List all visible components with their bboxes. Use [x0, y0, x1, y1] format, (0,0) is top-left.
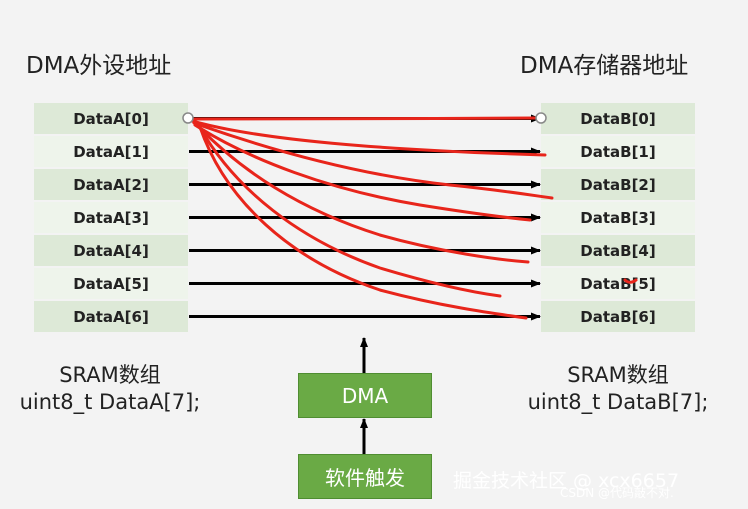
red-stroke-3 — [193, 123, 532, 222]
destination-cell-1: DataB[1] — [541, 136, 695, 167]
watermark-juejin: 掘金技术社区 @ xcx6657 — [453, 470, 680, 492]
source-array-note: SRAM数组 uint8_t DataA[7]; — [10, 362, 210, 416]
destination-cell-3: DataB[3] — [541, 202, 695, 233]
destination-note-line1: SRAM数组 — [567, 363, 669, 387]
destination-array: DataB[0] DataB[1] DataB[2] DataB[3] Data… — [541, 103, 695, 334]
source-cell-0: DataA[0] — [34, 103, 188, 134]
destination-array-note: SRAM数组 uint8_t DataB[7]; — [518, 362, 718, 416]
destination-start-dot — [535, 112, 547, 124]
source-start-dot — [182, 112, 194, 124]
software-trigger-box: 软件触发 — [298, 454, 432, 499]
destination-address-title: DMA存储器地址 — [520, 53, 689, 79]
source-cell-3: DataA[3] — [34, 202, 188, 233]
destination-cell-5: DataB[5] — [541, 268, 695, 299]
destination-cell-6: DataB[6] — [541, 301, 695, 332]
red-stroke-5 — [197, 124, 502, 298]
red-annotation-strokes — [188, 116, 638, 320]
watermark-csdn: CSDN @代码敲不对. — [560, 486, 674, 500]
destination-cell-2: DataB[2] — [541, 169, 695, 200]
red-stroke-6 — [198, 125, 528, 320]
destination-cell-0: DataB[0] — [541, 103, 695, 134]
destination-note-line2: uint8_t DataB[7]; — [527, 390, 709, 414]
dma-controller-box: DMA — [298, 373, 432, 418]
source-array: DataA[0] DataA[1] DataA[2] DataA[3] Data… — [34, 103, 188, 334]
source-address-title: DMA外设地址 — [26, 53, 172, 79]
source-cell-5: DataA[5] — [34, 268, 188, 299]
source-cell-4: DataA[4] — [34, 235, 188, 266]
red-stroke-2 — [192, 121, 554, 200]
source-note-line1: SRAM数组 — [59, 363, 161, 387]
red-stroke-4 — [195, 123, 530, 264]
source-cell-2: DataA[2] — [34, 169, 188, 200]
destination-cell-4: DataB[4] — [541, 235, 695, 266]
source-cell-6: DataA[6] — [34, 301, 188, 332]
source-note-line2: uint8_t DataA[7]; — [19, 390, 201, 414]
source-cell-1: DataA[1] — [34, 136, 188, 167]
red-stroke-0 — [188, 116, 538, 121]
red-stroke-1 — [190, 119, 547, 157]
red-stroke-7 — [623, 278, 638, 284]
